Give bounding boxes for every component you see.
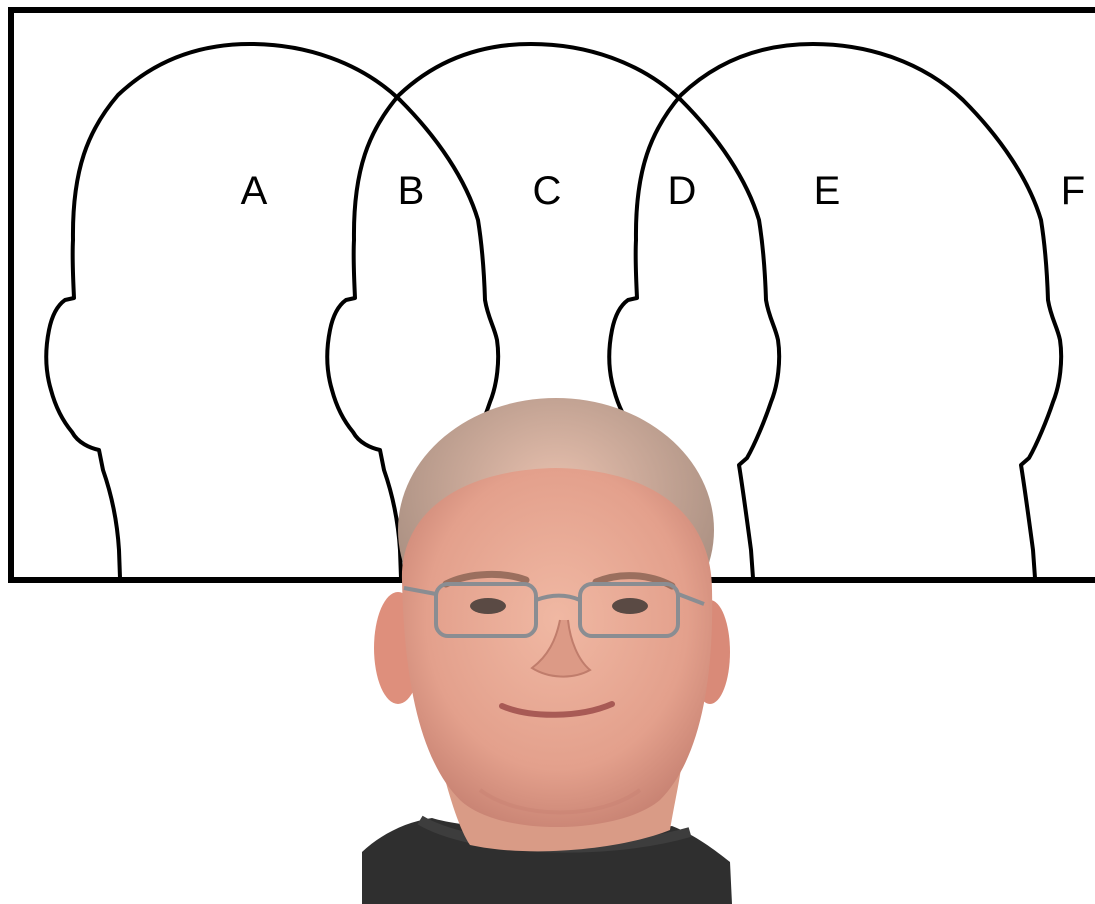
left-eye xyxy=(470,598,506,614)
region-label-a: A xyxy=(241,169,268,213)
left-eyebrow xyxy=(442,570,530,588)
region-label-f: F xyxy=(1061,169,1085,213)
region-label-b: B xyxy=(398,169,425,213)
glasses xyxy=(403,582,705,638)
region-label-c: C xyxy=(533,169,562,213)
region-label-e: E xyxy=(814,169,841,213)
mouth xyxy=(499,701,615,718)
region-label-d: D xyxy=(668,169,697,213)
right-eye xyxy=(612,598,648,614)
chin-shadow xyxy=(478,788,642,815)
nose xyxy=(530,619,592,678)
